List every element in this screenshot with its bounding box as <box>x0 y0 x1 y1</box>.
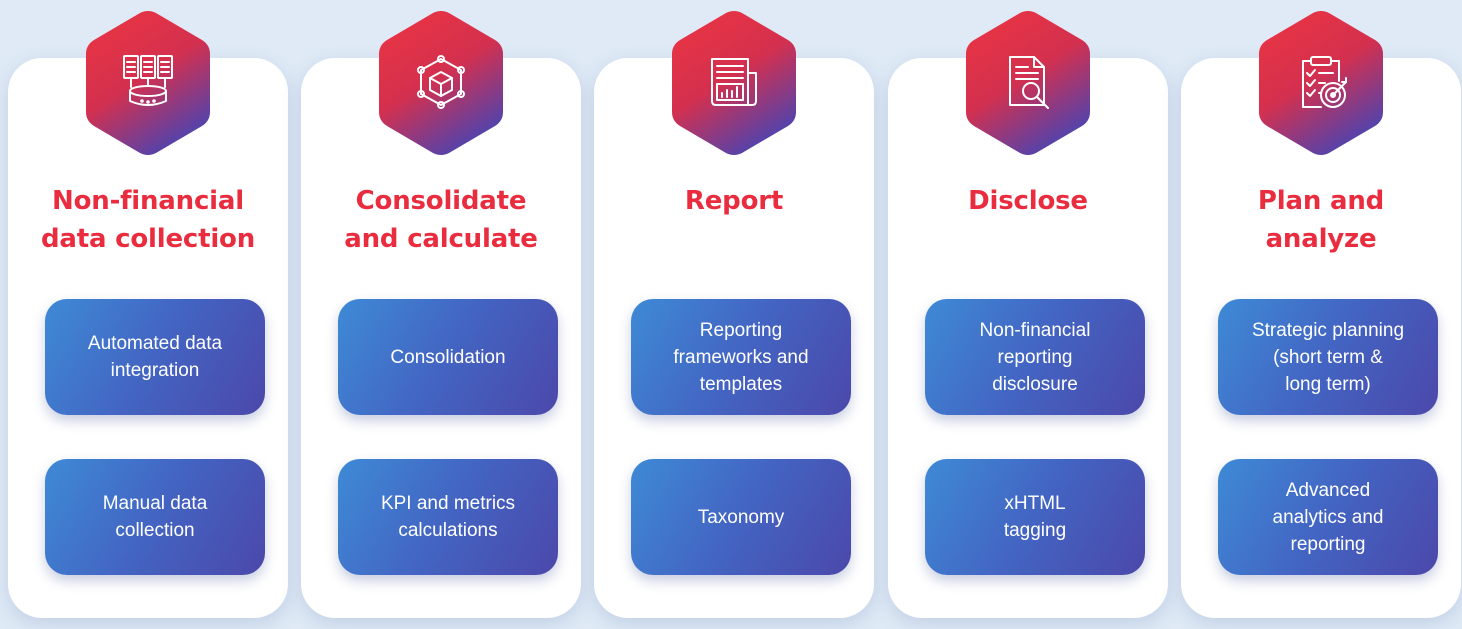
icon-badge <box>1257 10 1385 156</box>
newspaper-chart-icon <box>711 58 757 106</box>
database-documents-icon <box>123 55 173 106</box>
stage-card-consolidate: Consolidate and calculate Consolidation … <box>301 11 581 618</box>
icon-badge <box>377 10 505 156</box>
stage-card-data-collection: Non-financial data collection Automated … <box>8 11 288 618</box>
capability-box: Strategic planning(short term &long term… <box>1218 299 1438 415</box>
stage-title: Disclose <box>968 186 1088 216</box>
capability-box: Taxonomy <box>631 459 851 575</box>
icon-badge <box>964 10 1092 156</box>
stage-title: Consolidate and calculate <box>344 186 538 254</box>
stage-title: Non-financial data collection <box>40 186 256 254</box>
icon-badge <box>84 10 212 156</box>
clipboard-target-icon <box>1302 56 1347 108</box>
document-search-icon <box>1009 56 1049 109</box>
icon-badge <box>670 10 798 156</box>
capability-box: Consolidation <box>338 299 558 415</box>
cube-network-icon <box>417 55 465 109</box>
stage-title: Report <box>684 186 784 216</box>
stage-title: Plan and analyze <box>1257 186 1385 254</box>
stage-card-plan-analyze: Plan and analyze Strategic planning(shor… <box>1181 11 1461 618</box>
